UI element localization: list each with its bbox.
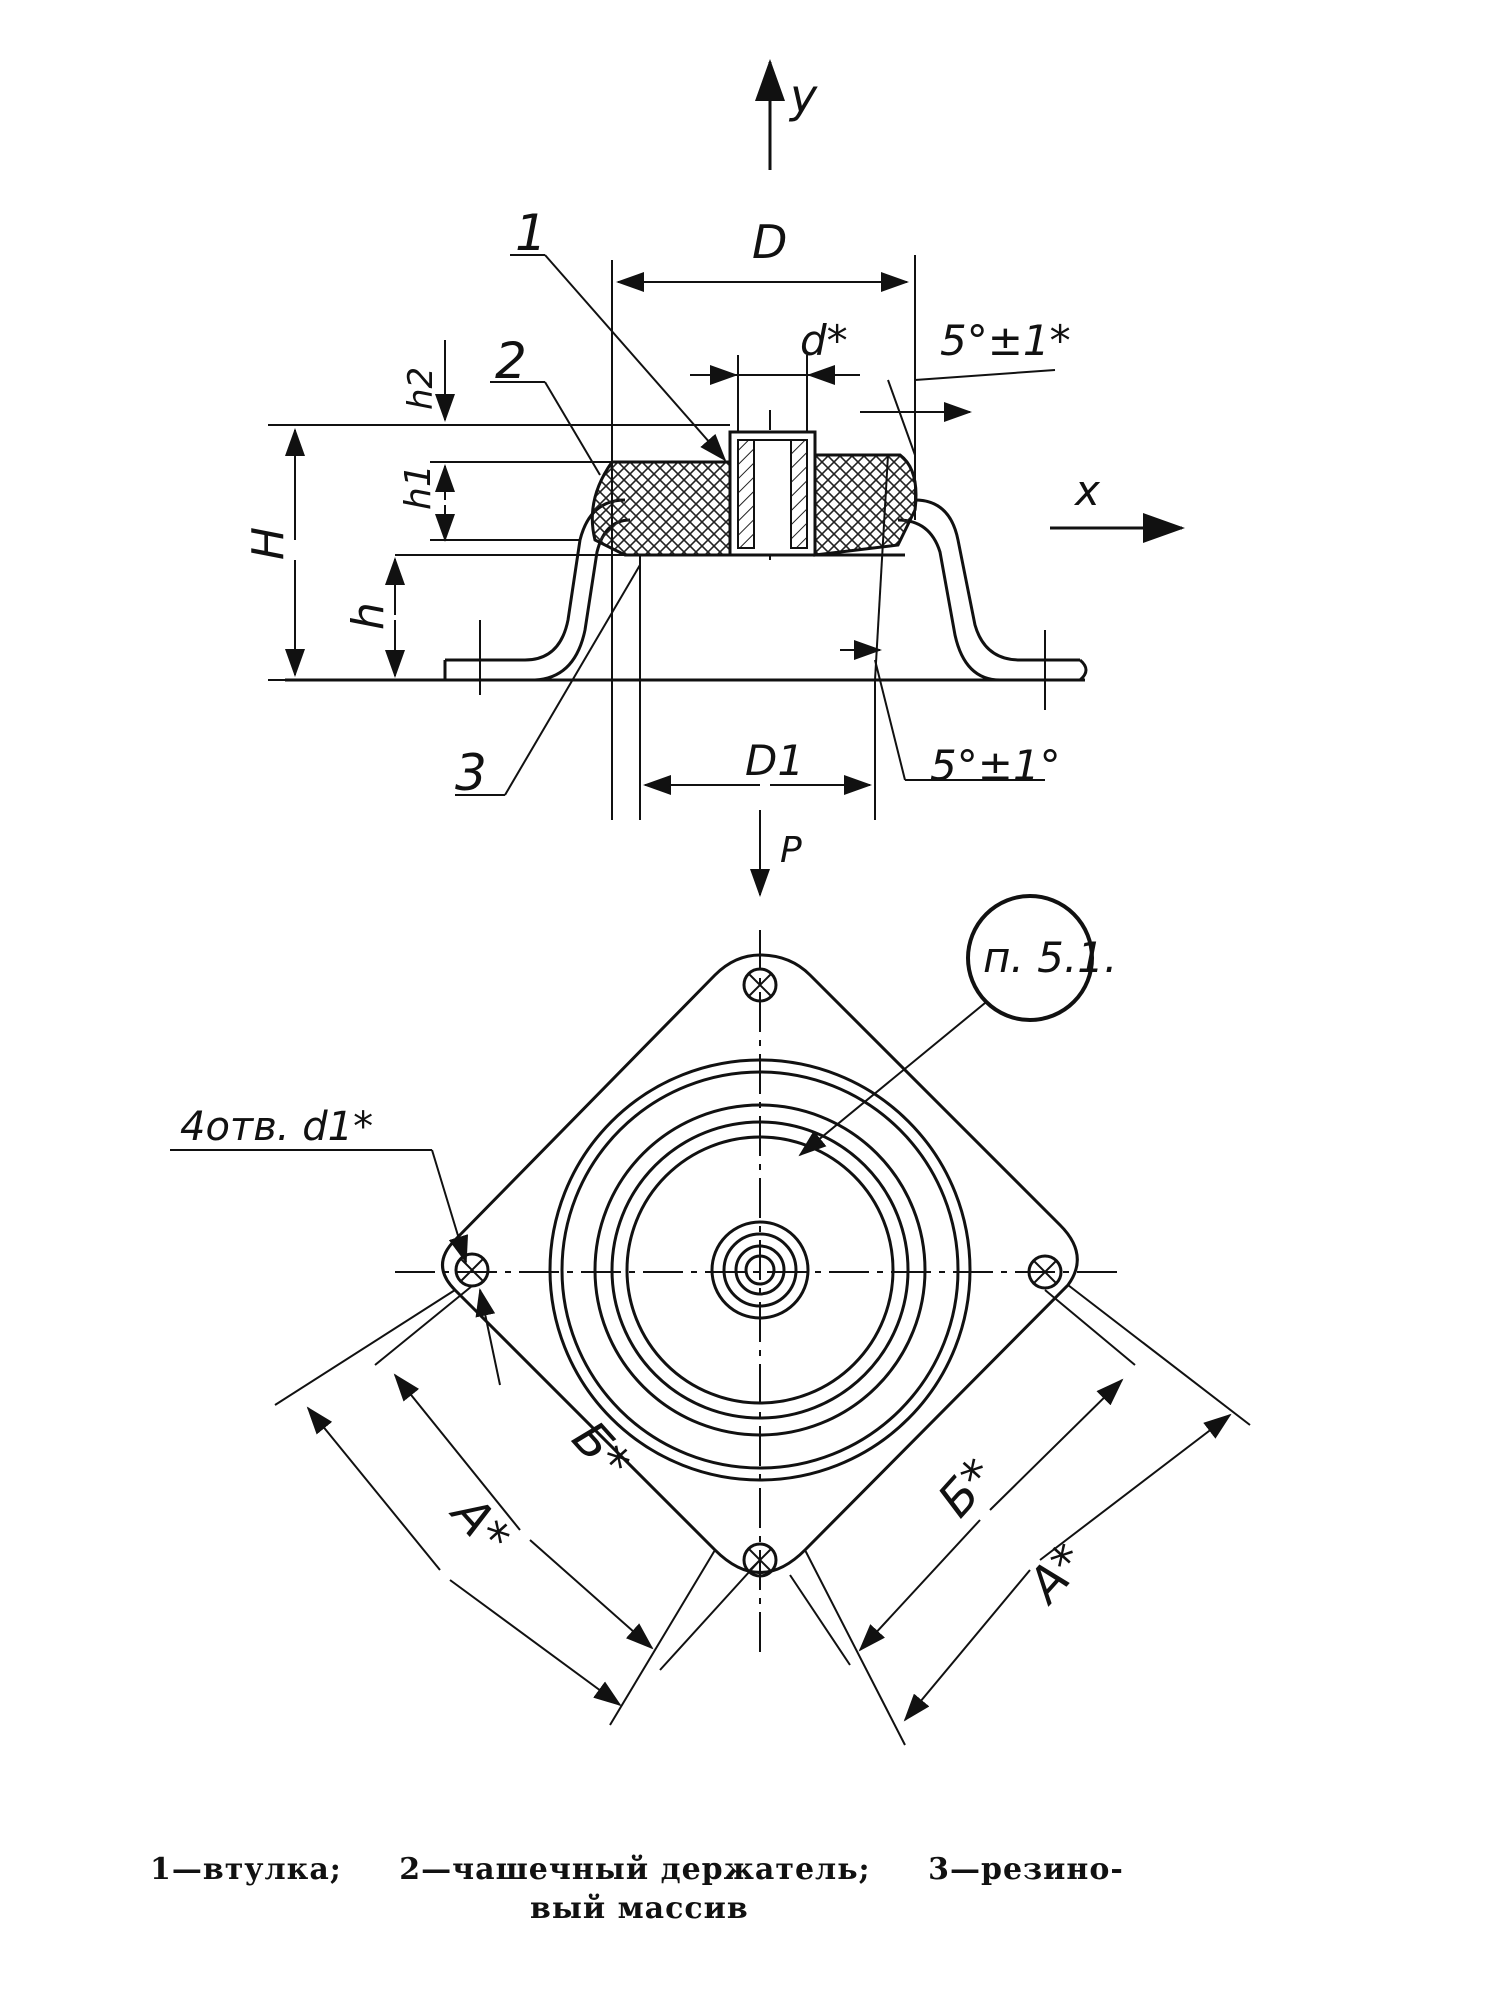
dim-B-left [393,1373,521,1531]
mount-hole-top [742,967,778,1003]
note-circle [966,894,1094,1022]
load-label: P [780,830,802,871]
dim-B-left-label: Б* [561,1411,641,1491]
dim-h-label: h [343,602,394,630]
figure-caption: 1—втулка; 2—чашечный держатель; 3—резино… [150,1852,1350,1926]
dim-B-right-label: Б* [927,1448,1007,1528]
y-axis-label: y [788,69,818,123]
caption-item-1: 1—втулка; [150,1852,342,1887]
flange-outline [441,953,1079,1574]
ring-3 [593,1103,927,1437]
dim-h2-label: h2 [401,367,441,410]
plan-view [170,894,1251,1746]
hole-leader [431,1149,469,1264]
angle-top-label: 5°±1* [940,316,1071,365]
hub-ring [722,1232,798,1308]
dim-A-right-label: А* [1015,1533,1097,1615]
mount-hole-left [454,1252,490,1288]
dim-A-right [1039,1413,1232,1561]
angle-bottom-label: 5°±1° [930,741,1061,790]
plan-labels: 4отв. d1* п. 5.1. Б* А* Б* А* [180,933,1117,1615]
part-label-3: 3 [455,744,487,802]
rubber-mass-right [813,453,918,557]
ring-4 [610,1120,910,1420]
part-label-2: 2 [495,332,527,390]
ring-outer [548,1058,972,1482]
section-labels: y x D d* 5°±1* 5°±1° H h h1 h2 D1 P 1 2 … [243,69,1101,871]
mount-hole-right [1027,1254,1063,1290]
note-ref-label: п. 5.1. [983,933,1117,982]
bushing-bore-right [790,439,808,549]
hub-bore [734,1244,786,1296]
dim-H-label: H [243,527,294,560]
dim-D1-label: D1 [745,736,804,785]
caption-item-2: 2—чашечный держатель; [399,1852,871,1887]
dim-A-left-label: А* [439,1483,521,1565]
holes-label: 4отв. d1* [180,1104,373,1150]
ring-2 [560,1070,960,1470]
x-axis-label: x [1073,466,1101,515]
rubber-mass-left [590,460,732,557]
dim-h1-label: h1 [398,464,439,510]
note-leader [798,1002,986,1157]
dim-B-right [989,1378,1124,1511]
hub-outer [710,1220,810,1320]
dim-A-left [306,1406,441,1571]
dim-d-star-label: d* [800,316,848,365]
bushing-bore-left [737,439,755,549]
ring-5 [625,1135,895,1405]
part-label-1: 1 [515,204,547,262]
cup-holder-right [914,498,1080,662]
caption-item-3-cont: вый массив [530,1891,749,1926]
caption-item-3: 3—резино- [928,1852,1124,1887]
section-view [268,59,1185,897]
dim-D-label: D [752,215,787,269]
